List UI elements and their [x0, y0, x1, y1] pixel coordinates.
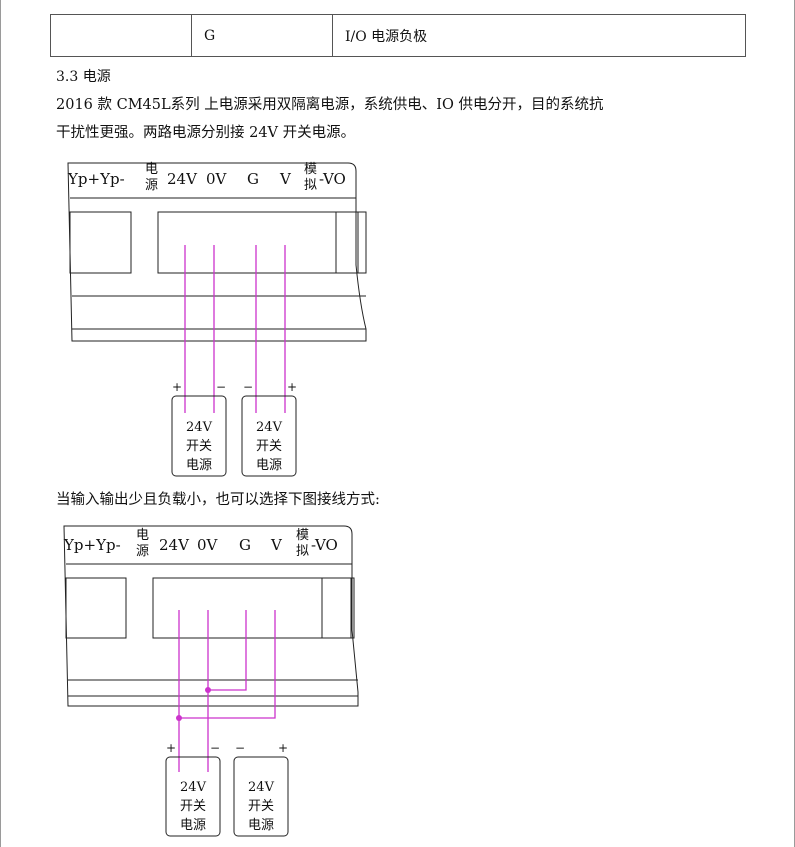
psu-polarity-minus: − — [243, 380, 253, 394]
table-cell — [50, 14, 192, 57]
terminal-label-v: V — [279, 170, 292, 188]
terminal-label-g: G — [239, 536, 251, 554]
psu-label: 电源 — [180, 818, 206, 833]
psu-label: 电源 — [256, 458, 282, 473]
power-wires — [178, 610, 276, 772]
table-cell: I/O 电源负极 — [332, 14, 746, 57]
table-cell: G — [191, 14, 333, 57]
psu-polarity-minus: − — [235, 741, 245, 755]
paragraph-line: 干扰性更强。两路电源分别接 24V 开关电源。 — [56, 125, 356, 141]
terminal-label-power: 源 — [136, 544, 149, 559]
psu-label: 24V — [248, 780, 275, 795]
terminal-label-yp: Yp+Yp- — [63, 536, 121, 554]
terminal-label-analog: 拟 — [304, 178, 317, 193]
terminal-label-0v: 0V — [206, 170, 228, 188]
psu-polarity-minus: − — [216, 380, 226, 394]
terminal-label-power: 源 — [145, 178, 158, 193]
wiring-diagram-shared: Yp+Yp- 电 源 24V 0V G V 模 拟 -VO + − − + 24… — [63, 525, 359, 837]
psu-boxes — [171, 395, 297, 477]
page-border-left — [0, 0, 1, 847]
power-wires — [184, 245, 286, 413]
psu-boxes — [165, 756, 289, 837]
terminal-label-24v: 24V — [167, 170, 198, 188]
paragraph-line: 2016 款 CM45L系列 上电源采用双隔离电源，系统供电、IO 供电分开，目… — [56, 97, 604, 113]
terminal-label-yp: Yp+Yp- — [67, 170, 125, 188]
terminal-label-v: V — [270, 536, 283, 554]
terminal-label-0v: 0V — [197, 536, 219, 554]
wire-junction — [176, 715, 182, 721]
psu-label: 24V — [180, 780, 207, 795]
terminal-label-analog: 拟 — [296, 544, 309, 559]
psu-label: 开关 — [256, 439, 282, 454]
psu-label: 电源 — [186, 458, 212, 473]
terminal-label-24v: 24V — [159, 536, 190, 554]
psu-label: 24V — [256, 420, 283, 435]
terminal-label-analog: 模 — [304, 162, 317, 177]
terminal-label-power: 电 — [145, 162, 158, 177]
terminal-label-power: 电 — [136, 528, 149, 543]
wire-junction — [205, 687, 211, 693]
psu-label: 电源 — [248, 818, 274, 833]
psu-polarity-plus: + — [287, 380, 297, 394]
psu-label: 24V — [186, 420, 213, 435]
section-title: 3.3 电源 — [56, 69, 111, 85]
psu-label: 开关 — [248, 799, 274, 814]
psu-polarity-plus: + — [172, 380, 182, 394]
paragraph-line: 当输入输出少且负载小，也可以选择下图接线方式: — [56, 492, 380, 508]
psu-polarity-plus: + — [166, 741, 176, 755]
terminal-label-analog: 模 — [296, 528, 309, 543]
terminal-outline — [63, 525, 359, 707]
table-row: G I/O 电源负极 — [50, 14, 746, 57]
psu-label: 开关 — [186, 439, 212, 454]
wiring-diagram-separate: Yp+Yp- 电 源 24V 0V G V 模 拟 -VO + − − + 24… — [67, 162, 367, 477]
psu-label: 开关 — [180, 799, 206, 814]
terminal-outline — [67, 162, 367, 342]
terminal-label-vo: -VO — [319, 170, 346, 188]
io-table: G I/O 电源负极 — [50, 14, 746, 57]
terminal-label-g: G — [247, 170, 259, 188]
psu-polarity-minus: − — [210, 741, 220, 755]
psu-polarity-plus: + — [278, 741, 288, 755]
terminal-label-vo: -VO — [311, 536, 338, 554]
